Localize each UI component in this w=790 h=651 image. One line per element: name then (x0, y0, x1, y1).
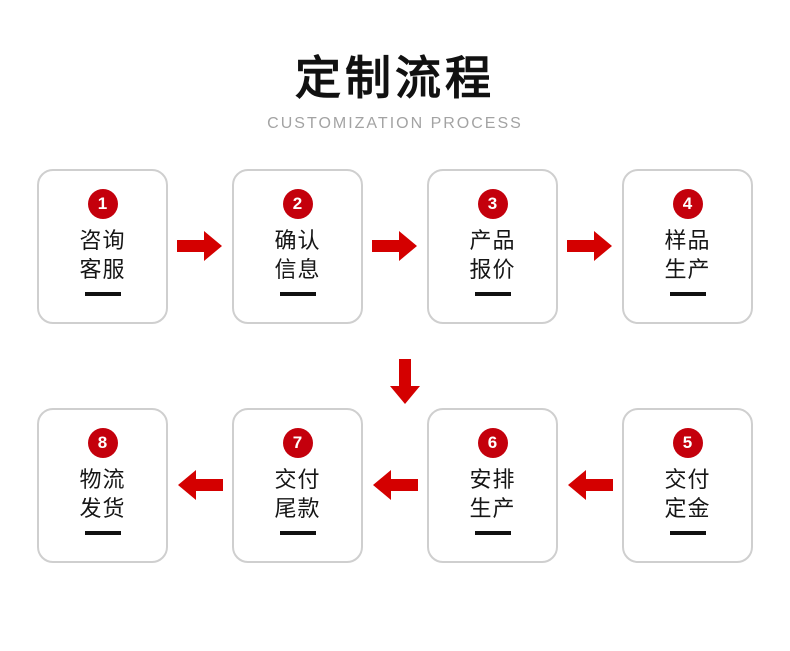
step-underline (279, 291, 316, 296)
step-label-line-2: 信息 (274, 256, 321, 282)
step-number-badge: 5 (672, 427, 703, 458)
step-card-5[interactable]: 5 交付 定金 (622, 407, 753, 563)
step-label-line-2: 生产 (664, 256, 711, 282)
arrow-right-icon (168, 229, 232, 263)
step-label: 交付 定金 (664, 465, 710, 523)
step-label-line-2: 发货 (79, 495, 126, 521)
step-label: 交付 尾款 (274, 465, 320, 523)
arrow-down-icon (388, 358, 422, 405)
step-card-1[interactable]: 1 咨询 客服 (37, 168, 168, 324)
step-underline (474, 291, 511, 296)
step-label-line-1: 交付 (274, 466, 321, 492)
page-subtitle: CUSTOMIZATION PROCESS (267, 114, 523, 132)
step-label: 确认 信息 (274, 226, 320, 284)
step-label-line-1: 咨询 (79, 227, 126, 253)
process-flow: 1 咨询 客服 2 确认 信息 3 (0, 168, 790, 563)
step-label-line-2: 定金 (664, 495, 711, 521)
process-row-top: 1 咨询 客服 2 确认 信息 3 (0, 168, 790, 324)
arrow-left-icon (363, 468, 427, 502)
step-label-line-1: 安排 (469, 466, 516, 492)
step-number-badge: 3 (477, 188, 508, 219)
step-underline (669, 530, 706, 535)
step-number-badge: 8 (87, 427, 118, 458)
step-label-line-2: 生产 (469, 495, 516, 521)
arrow-right-icon (363, 229, 427, 263)
step-label: 样品 生产 (664, 226, 710, 284)
step-card-6[interactable]: 6 安排 生产 (427, 407, 558, 563)
step-underline (474, 530, 511, 535)
step-label-line-2: 尾款 (274, 495, 321, 521)
step-underline (84, 291, 121, 296)
arrow-left-icon (558, 468, 622, 502)
step-underline (669, 291, 706, 296)
step-label-line-2: 报价 (469, 256, 516, 282)
step-number-badge: 6 (477, 427, 508, 458)
arrow-right-icon (558, 229, 622, 263)
page-title: 定制流程 (295, 52, 495, 104)
step-card-7[interactable]: 7 交付 尾款 (232, 407, 363, 563)
step-number-badge: 4 (672, 188, 703, 219)
page-header: 定制流程 CUSTOMIZATION PROCESS (0, 0, 790, 133)
step-label-line-2: 客服 (79, 256, 126, 282)
step-underline (84, 530, 121, 535)
step-underline (279, 530, 316, 535)
step-number-badge: 1 (87, 188, 118, 219)
step-label: 咨询 客服 (79, 226, 125, 284)
step-card-8[interactable]: 8 物流 发货 (37, 407, 168, 563)
step-label: 安排 生产 (469, 465, 515, 523)
step-label: 物流 发货 (79, 465, 125, 523)
arrow-left-icon (168, 468, 232, 502)
step-number-badge: 7 (282, 427, 313, 458)
step-card-3[interactable]: 3 产品 报价 (427, 168, 558, 324)
process-row-bottom: 8 物流 发货 7 交付 尾款 6 (0, 407, 790, 563)
step-label-line-1: 样品 (664, 227, 711, 253)
step-label-line-1: 物流 (79, 466, 126, 492)
step-label: 产品 报价 (469, 226, 515, 284)
step-card-2[interactable]: 2 确认 信息 (232, 168, 363, 324)
step-label-line-1: 确认 (274, 227, 321, 253)
step-card-4[interactable]: 4 样品 生产 (622, 168, 753, 324)
step-number-badge: 2 (282, 188, 313, 219)
step-label-line-1: 产品 (469, 227, 516, 253)
step-label-line-1: 交付 (664, 466, 711, 492)
